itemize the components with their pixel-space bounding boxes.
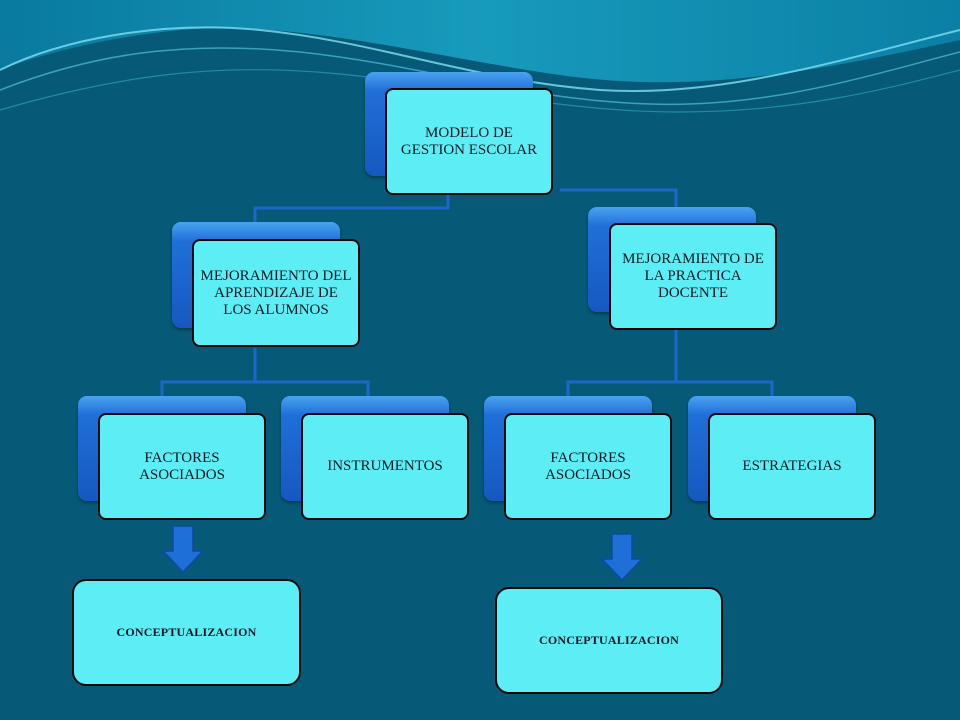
leaf-node-factors-learning-label: FACTORES ASOCIADOS <box>98 413 266 520</box>
leaf-node-factors-learning[interactable]: FACTORES ASOCIADOS <box>78 396 267 522</box>
leaf-node-strategies[interactable]: ESTRATEGIAS <box>688 396 876 522</box>
branch-node-learning[interactable]: MEJORAMIENTO DEL APRENDIZAJE DE LOS ALUM… <box>172 222 360 349</box>
branch-node-learning-label: MEJORAMIENTO DEL APRENDIZAJE DE LOS ALUM… <box>192 239 360 347</box>
root-node-label: MODELO DE GESTION ESCOLAR <box>385 88 553 195</box>
branch-node-teaching-label: MEJORAMIENTO DE LA PRACTICA DOCENTE <box>609 223 777 330</box>
leaf-node-instruments[interactable]: INSTRUMENTOS <box>281 396 470 522</box>
down-arrow-icon <box>162 525 204 573</box>
leaf-node-instruments-label: INSTRUMENTOS <box>301 413 469 520</box>
root-node[interactable]: MODELO DE GESTION ESCOLAR <box>365 72 553 197</box>
branch-node-teaching[interactable]: MEJORAMIENTO DE LA PRACTICA DOCENTE <box>588 207 777 332</box>
note-conceptualization-learning: CONCEPTUALIZACION <box>72 579 301 686</box>
leaf-node-strategies-label: ESTRATEGIAS <box>708 413 876 520</box>
leaf-node-factors-teaching-label: FACTORES ASOCIADOS <box>504 413 672 520</box>
down-arrow-icon <box>601 533 643 581</box>
leaf-node-factors-teaching[interactable]: FACTORES ASOCIADOS <box>484 396 673 522</box>
note-conceptualization-teaching: CONCEPTUALIZACION <box>495 587 723 694</box>
